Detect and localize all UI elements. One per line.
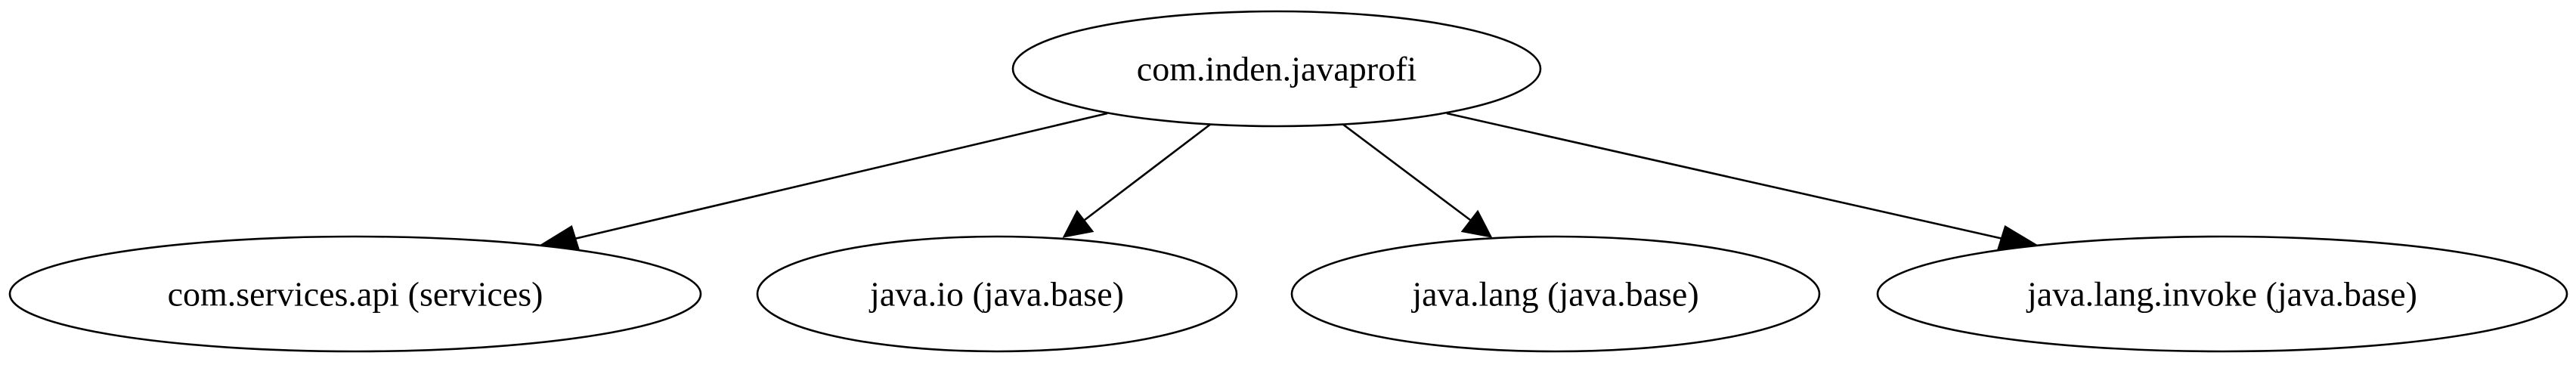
node-root-label: com.inden.javaprofi: [1137, 50, 1416, 88]
node-services-api-label: com.services.api (services): [168, 275, 543, 314]
node-java-io-label: java.io (java.base): [868, 275, 1124, 314]
node-java-lang-invoke-label: java.lang.invoke (java.base): [2026, 275, 2417, 314]
node-java-lang-invoke: java.lang.invoke (java.base): [1876, 235, 2568, 353]
node-java-io: java.io (java.base): [756, 235, 1238, 353]
edge-root-to-java-lang: [1342, 122, 1493, 238]
node-services-api: com.services.api (services): [8, 235, 702, 353]
node-java-lang-label: java.lang (java.base): [1410, 275, 1698, 314]
node-root: com.inden.javaprofi: [1011, 10, 1542, 128]
edge-root-to-java-io: [1062, 122, 1212, 238]
edge-root-to-java-lang-invoke: [1446, 112, 2043, 252]
node-java-lang: java.lang (java.base): [1290, 235, 1821, 353]
edge-root-to-services-api: [534, 112, 1108, 252]
